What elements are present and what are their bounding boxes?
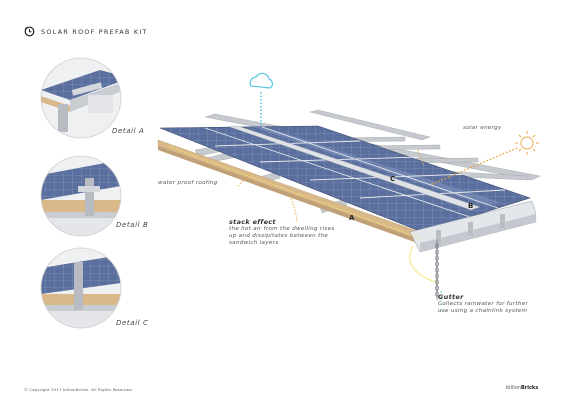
leader-water-proof <box>237 170 253 187</box>
gutter-line-1: Collects rainwater for further <box>438 301 529 307</box>
stack-effect-line-1: the hot air from the dwelling rises <box>229 226 335 232</box>
chainlink-icon <box>435 240 439 300</box>
leader-gutter <box>409 245 439 284</box>
panel-marker-b: B <box>468 202 474 210</box>
detail-b-label: Detail B <box>116 221 149 229</box>
gutter-line-2: use using a chainlink system <box>438 308 528 314</box>
water-proof-label: water proof roofing <box>158 180 218 186</box>
roof-assembly <box>157 109 541 253</box>
page-title: SOLAR ROOF PREFAB KIT <box>41 27 148 36</box>
detail-a-label: Detail A <box>112 127 145 135</box>
detail-a-circle <box>41 58 121 138</box>
gutter-title: Gutter <box>438 293 464 301</box>
stack-effect-line-2: up and dissipitates between the <box>229 233 329 239</box>
brand-logo: billionBricks <box>506 385 538 391</box>
brand-suffix: Bricks <box>520 385 539 391</box>
detail-c-label: Detail C <box>116 319 149 327</box>
panel-marker-c: C <box>390 175 396 183</box>
copyright-text: © Copyright 2017 billionBricks. All Righ… <box>24 387 132 392</box>
cloud-icon <box>249 72 273 89</box>
brand-prefix: billion <box>506 385 521 391</box>
stack-effect-line-3: sandwich layers <box>229 240 279 246</box>
stack-effect-note: stack effect the hot air from the dwelli… <box>229 218 335 247</box>
sun-icon <box>515 131 539 155</box>
detail-b-circle <box>41 156 121 236</box>
leader-solar-energy <box>417 149 426 167</box>
stack-effect-title: stack effect <box>229 218 276 226</box>
panel-marker-a: A <box>349 214 355 222</box>
timer-icon <box>24 22 35 41</box>
detail-c-circle <box>41 248 121 328</box>
page-header: SOLAR ROOF PREFAB KIT <box>24 22 148 41</box>
gutter-note: Gutter Collects rainwater for further us… <box>438 293 528 315</box>
solar-energy-label: solar energy <box>463 125 502 131</box>
